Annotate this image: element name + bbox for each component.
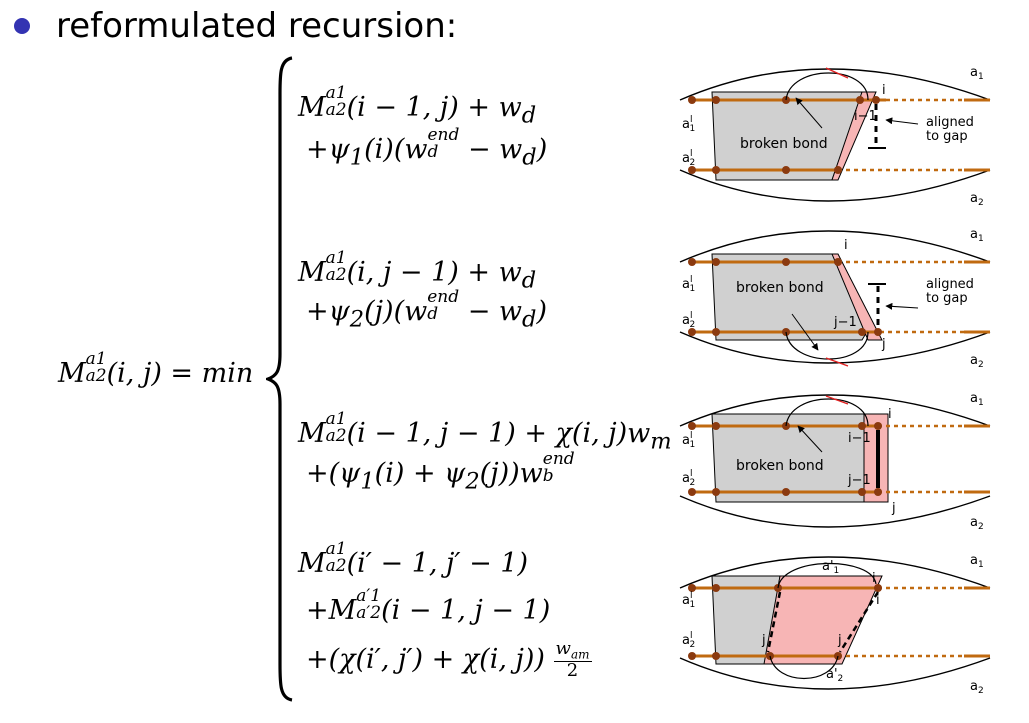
i-label-4b: i <box>872 571 876 586</box>
case-2-d2: d <box>522 306 537 333</box>
case-4-args: (i − 1, j − 1) <box>381 595 551 626</box>
case-1-end: end <box>427 124 460 145</box>
case-1-d2: d <box>522 144 537 171</box>
case-1-minus: − w <box>459 134 523 165</box>
bullet-icon <box>14 18 30 34</box>
svg-text:al2: al2 <box>682 311 695 330</box>
svg-text:al1: al1 <box>682 591 695 610</box>
case-3-end: end <box>542 448 575 469</box>
i-label-2: i <box>844 238 848 253</box>
equation-lhs: M a1 a2 (i, j) = min <box>58 350 254 389</box>
svg-text:a1: a1 <box>970 65 984 82</box>
case-1-term: (i − 1, j) + w <box>346 92 522 123</box>
aligned-label-2: aligned <box>926 277 974 292</box>
case-3-w: (j))w <box>479 458 543 489</box>
frac-sub: am <box>570 647 590 662</box>
diagram-3 <box>679 394 991 528</box>
j-label-4a: j <box>761 633 766 648</box>
j-label-2: j <box>881 337 886 352</box>
i-minus-1-label-3: i−1 <box>848 431 871 446</box>
i-label-4: i <box>876 593 880 608</box>
svg-text:al1: al1 <box>682 115 695 134</box>
case-4-line-3: +(χ(i′, j′) + χ(i, j)) wam 2 <box>306 638 592 682</box>
case-4-term: (i′ − 1, j′ − 1) <box>346 548 529 579</box>
a-prime-2-node-label: a'2 <box>826 667 843 684</box>
j-label-4b: j <box>837 633 842 648</box>
lhs-symbol: M <box>58 358 86 389</box>
case-2-sub: d <box>521 267 537 294</box>
case-2-close: ) <box>536 296 547 327</box>
i-label-3: i <box>888 407 892 422</box>
frac-den: 2 <box>566 660 579 682</box>
to-gap-label-2: to gap <box>926 291 968 306</box>
svg-text:a2: a2 <box>970 515 984 532</box>
case-2-d: d <box>427 303 439 324</box>
a-prime-1-node-label: a'1 <box>822 559 839 576</box>
case-1-d: d <box>427 141 439 162</box>
aligned-label-1: aligned <box>926 115 974 130</box>
svg-text:al2: al2 <box>682 149 695 168</box>
case-3-term: (i − 1, j − 1) + χ(i, j)w <box>346 418 651 449</box>
j-minus-1-label-3: j−1 <box>847 473 871 488</box>
case-1-w: (i)(w <box>364 134 428 165</box>
case-2-psi: +ψ <box>306 296 350 327</box>
svg-text:al2: al2 <box>682 469 695 488</box>
broken-bond-label-1: broken bond <box>740 136 828 152</box>
case-1-psi-sub: 1 <box>349 144 365 171</box>
svg-text:a2: a2 <box>970 353 984 370</box>
case-3-psi2-sub: 2 <box>465 468 480 495</box>
svg-text:a2: a2 <box>970 679 984 696</box>
case-4-M: +M <box>306 595 357 626</box>
case-4-sup: a′1 <box>356 585 382 606</box>
case-4-fraction: wam 2 <box>553 638 592 682</box>
diagram-1 <box>679 67 991 202</box>
to-gap-label-1: to gap <box>926 129 968 144</box>
svg-text:al1: al1 <box>682 275 695 294</box>
i-label-1: i <box>882 83 886 98</box>
frac-w: w <box>555 638 571 659</box>
svg-text:a1: a1 <box>970 227 984 244</box>
lhs-sub: a2 <box>85 365 107 386</box>
i-minus-1-label-1: i−1 <box>854 109 877 124</box>
svg-text:al1: al1 <box>682 431 695 450</box>
case-2-w: (j)(w <box>364 296 428 327</box>
case-3-b: b <box>542 465 554 486</box>
case-3-sub: m <box>650 428 672 455</box>
case-2-minus: − w <box>459 296 523 327</box>
case-2-end: end <box>427 286 460 307</box>
lhs-sup: a1 <box>85 348 107 369</box>
j-label-3: j <box>891 501 896 516</box>
svg-text:a2: a2 <box>970 191 984 208</box>
svg-text:a1: a1 <box>970 391 984 408</box>
case-3-psi2: (i) + ψ <box>374 458 466 489</box>
case-2-term: (i, j − 1) + w <box>346 257 522 288</box>
svg-text:a1: a1 <box>970 553 984 570</box>
case-3-psi1-sub: 1 <box>360 468 375 495</box>
diagram-2 <box>679 230 991 367</box>
lhs-args: (i, j) = min <box>106 358 254 389</box>
left-brace <box>266 56 293 702</box>
j-minus-1-label-2: j−1 <box>833 315 857 330</box>
slide-heading: reformulated recursion: <box>56 6 458 46</box>
broken-bond-label-3: broken bond <box>736 458 824 474</box>
case-4-sub: a′2 <box>356 602 382 623</box>
case-1-close: ) <box>536 134 548 165</box>
case-1-sub: d <box>521 102 537 129</box>
diagram-4 <box>679 556 991 690</box>
case-2-psi-sub: 2 <box>349 306 365 333</box>
case-1-psi: +ψ <box>306 134 350 165</box>
svg-text:al2: al2 <box>682 631 695 650</box>
broken-bond-label-2: broken bond <box>736 280 824 296</box>
case-4-chi: +(χ(i′, j′) + χ(i, j)) <box>306 644 545 676</box>
case-3-psi1: +(ψ <box>306 458 361 489</box>
